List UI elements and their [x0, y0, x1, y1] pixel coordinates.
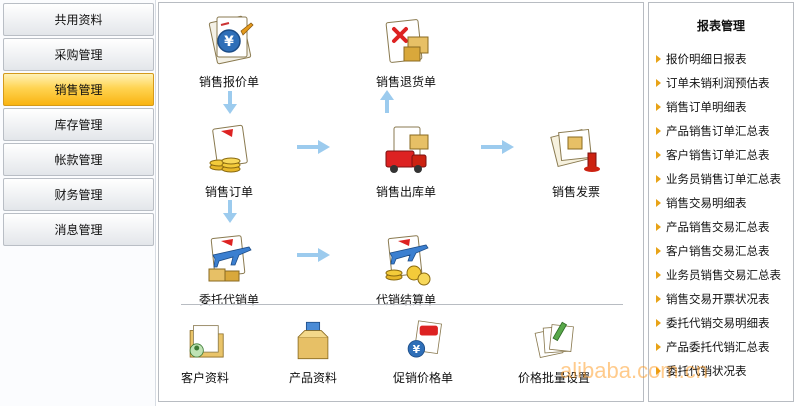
- report-link[interactable]: 业务员销售交易汇总表: [656, 266, 781, 284]
- settlement-plane-coins-icon: [385, 235, 431, 286]
- arrow-down-icon: [223, 200, 237, 223]
- report-label: 销售交易明细表: [666, 196, 747, 210]
- shortcut-promo-price[interactable]: ¥ 促销价格单: [377, 319, 469, 386]
- report-link[interactable]: 客户销售交易汇总表: [656, 242, 770, 260]
- bullet-triangle-icon: [656, 343, 661, 351]
- report-label: 产品销售交易汇总表: [666, 220, 770, 234]
- node-label: 销售退货单: [375, 75, 436, 89]
- shortcut-label: 客户资料: [180, 371, 229, 385]
- report-link[interactable]: 销售交易开票状况表: [656, 290, 770, 308]
- reports-panel: 报表管理 报价明细日报表 订单未销利润预估表 销售订单明细表 产品销售订单汇总表…: [648, 2, 794, 402]
- bullet-triangle-icon: [656, 319, 661, 327]
- section-divider: [181, 304, 623, 305]
- order-document-icon: [209, 124, 248, 173]
- shortcut-label: 促销价格单: [392, 371, 453, 385]
- node-consignment[interactable]: 委托代销单: [174, 231, 284, 308]
- node-label: 代销结算单: [375, 293, 436, 307]
- bullet-triangle-icon: [656, 199, 661, 207]
- report-link[interactable]: 报价明细日报表: [656, 50, 747, 68]
- report-label: 产品销售订单汇总表: [666, 124, 770, 138]
- arrow-down-icon: [223, 91, 237, 114]
- node-label: 销售订单: [204, 185, 253, 199]
- report-label: 委托代销状况表: [666, 364, 747, 378]
- report-link[interactable]: 委托代销状况表: [656, 362, 747, 380]
- delivery-truck-icon: [385, 126, 429, 173]
- return-document-icon: [385, 19, 429, 63]
- bullet-triangle-icon: [656, 151, 661, 159]
- sales-flow-panel: ¥ 销售报价单 销售退货单: [158, 2, 644, 402]
- nav-item-accounts[interactable]: 帐款管理: [3, 143, 154, 176]
- node-sales-order[interactable]: 销售订单: [174, 123, 284, 200]
- report-label: 业务员销售订单汇总表: [666, 172, 781, 186]
- product-box-icon: [297, 321, 329, 360]
- node-label: 销售报价单: [198, 75, 259, 89]
- sale-tag-icon: ¥: [407, 320, 442, 358]
- report-link[interactable]: 产品委托代销汇总表: [656, 338, 770, 356]
- reports-title: 报表管理: [696, 19, 745, 33]
- node-label: 销售出库单: [375, 185, 436, 199]
- customer-folder-icon: [189, 325, 224, 358]
- shortcut-customer-data[interactable]: 客户资料: [159, 319, 251, 386]
- nav-item-shared-data[interactable]: 共用资料: [3, 3, 154, 36]
- nav-item-sales[interactable]: 销售管理: [3, 73, 154, 106]
- report-label: 客户销售交易汇总表: [666, 244, 770, 258]
- node-sales-outbound[interactable]: 销售出库单: [351, 123, 461, 200]
- report-label: 业务员销售交易汇总表: [666, 268, 781, 282]
- bullet-triangle-icon: [656, 55, 661, 63]
- bullet-triangle-icon: [656, 175, 661, 183]
- module-nav: 共用资料 采购管理 销售管理 库存管理 帐款管理 财务管理 消息管理: [0, 0, 156, 406]
- report-link[interactable]: 委托代销交易明细表: [656, 314, 770, 332]
- nav-item-inventory[interactable]: 库存管理: [3, 108, 154, 141]
- svg-text:¥: ¥: [413, 343, 421, 356]
- nav-item-finance[interactable]: 财务管理: [3, 178, 154, 211]
- bullet-triangle-icon: [656, 367, 661, 375]
- report-label: 订单未销利润预估表: [666, 76, 770, 90]
- report-link[interactable]: 客户销售订单汇总表: [656, 146, 770, 164]
- bullet-triangle-icon: [656, 295, 661, 303]
- invoice-stamp-icon: [550, 128, 600, 172]
- node-consignment-settlement[interactable]: 代销结算单: [351, 231, 461, 308]
- node-sales-invoice[interactable]: 销售发票: [521, 123, 631, 200]
- report-label: 销售交易开票状况表: [666, 292, 770, 306]
- report-link[interactable]: 产品销售交易汇总表: [656, 218, 770, 236]
- bullet-triangle-icon: [656, 223, 661, 231]
- node-sales-return[interactable]: 销售退货单: [351, 13, 461, 90]
- arrow-right-icon: [297, 248, 330, 262]
- shortcut-label: 产品资料: [288, 371, 337, 385]
- report-link[interactable]: 业务员销售订单汇总表: [656, 170, 781, 188]
- report-link[interactable]: 销售交易明细表: [656, 194, 747, 212]
- node-label: 销售发票: [551, 185, 600, 199]
- nav-item-messages[interactable]: 消息管理: [3, 213, 154, 246]
- bullet-triangle-icon: [656, 271, 661, 279]
- node-sales-quote[interactable]: ¥ 销售报价单: [174, 13, 284, 90]
- shortcut-batch-price[interactable]: 价格批量设置: [499, 319, 609, 386]
- shortcut-label: 价格批量设置: [517, 371, 590, 385]
- bullet-triangle-icon: [656, 247, 661, 255]
- arrow-up-icon: [380, 90, 394, 113]
- report-label: 销售订单明细表: [666, 100, 747, 114]
- bullet-triangle-icon: [656, 103, 661, 111]
- nav-item-purchase[interactable]: 采购管理: [3, 38, 154, 71]
- report-label: 报价明细日报表: [666, 52, 747, 66]
- batch-price-docs-icon: [534, 321, 574, 359]
- report-link[interactable]: 产品销售订单汇总表: [656, 122, 770, 140]
- report-link[interactable]: 订单未销利润预估表: [656, 74, 770, 92]
- shortcut-product-data[interactable]: 产品资料: [267, 319, 359, 386]
- bullet-triangle-icon: [656, 79, 661, 87]
- report-label: 客户销售订单汇总表: [666, 148, 770, 162]
- arrow-right-icon: [297, 140, 330, 154]
- consignment-plane-icon: [208, 235, 252, 282]
- node-label: 委托代销单: [198, 293, 259, 307]
- quote-document-icon: ¥: [208, 15, 254, 65]
- bullet-triangle-icon: [656, 127, 661, 135]
- report-label: 产品委托代销汇总表: [666, 340, 770, 354]
- report-link[interactable]: 销售订单明细表: [656, 98, 747, 116]
- report-label: 委托代销交易明细表: [666, 316, 770, 330]
- svg-text:¥: ¥: [224, 34, 234, 50]
- arrow-right-icon: [481, 140, 514, 154]
